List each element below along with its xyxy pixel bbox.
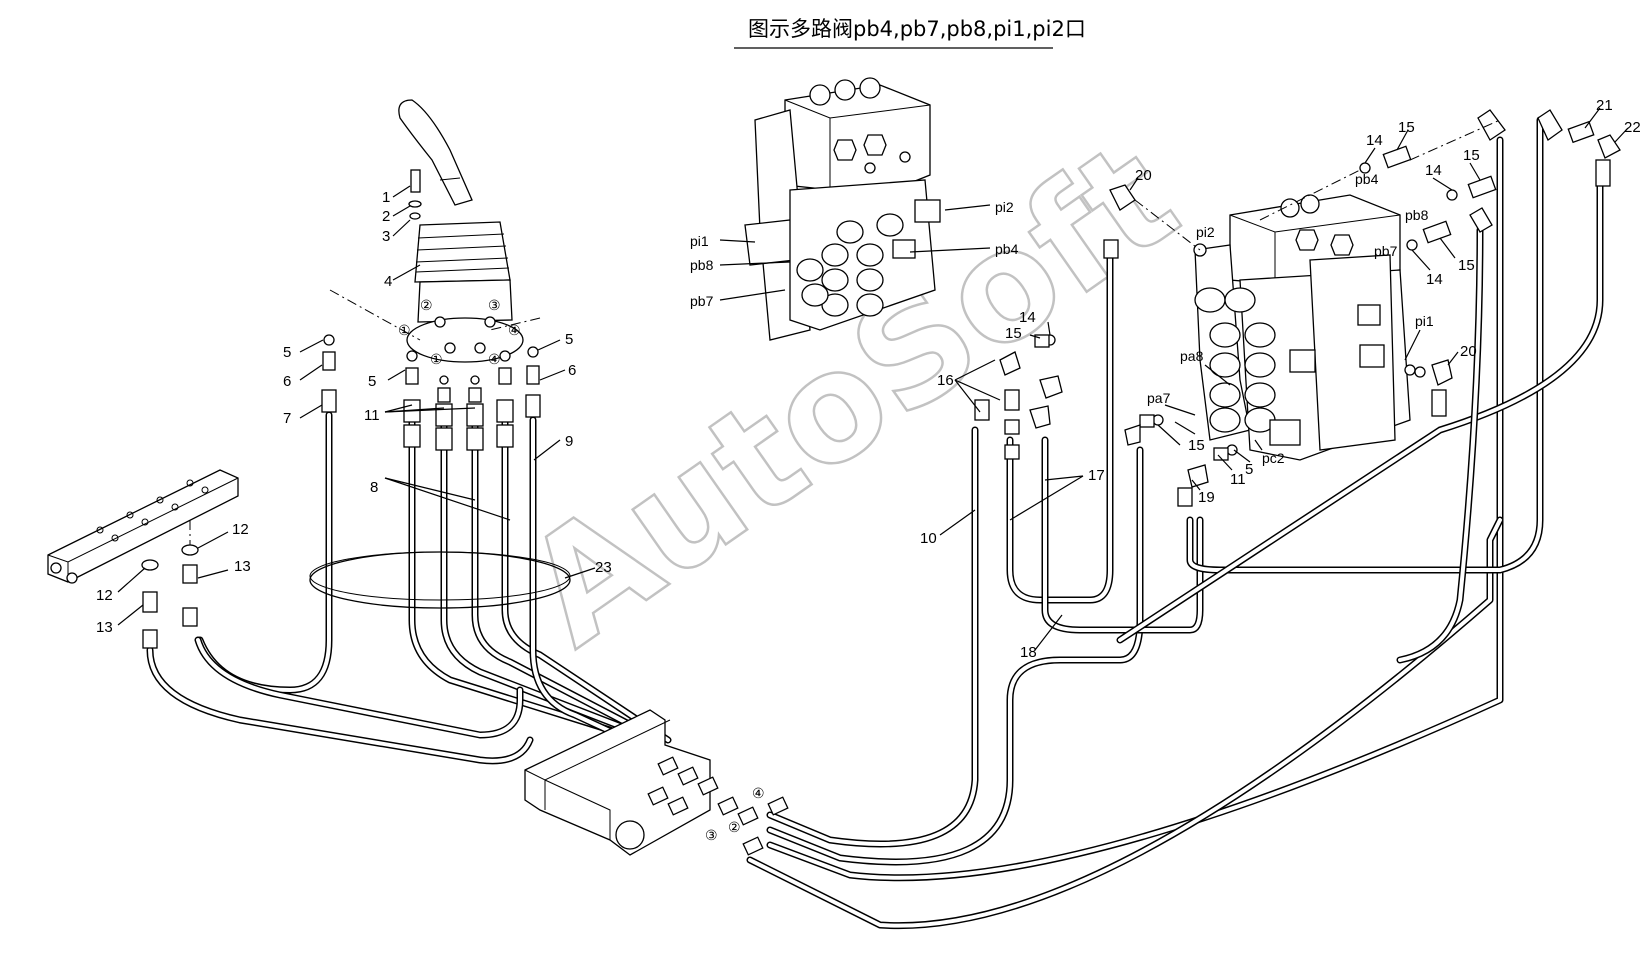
callout-15a: 15: [1398, 119, 1415, 136]
valve-label-pa8: pa8: [1180, 348, 1204, 364]
manifold-block: [47, 469, 239, 649]
callout-5a: 5: [283, 344, 291, 361]
valve-fittings: [974, 109, 1621, 507]
callout-2: 2: [382, 208, 390, 225]
callout-5c: 5: [565, 331, 573, 348]
block-port-2: ②: [728, 819, 741, 835]
callout-14c: 14: [1426, 271, 1443, 288]
callout-6a: 6: [283, 373, 291, 390]
valve-centerline-pi2: [1134, 199, 1201, 251]
callout-21: 21: [1596, 97, 1613, 114]
hose-7: [196, 411, 333, 694]
inset-label-pi2: pi2: [995, 199, 1014, 215]
valve-label-pi2: pi2: [1196, 224, 1215, 240]
inset-label-pb4: pb4: [995, 241, 1019, 257]
joystick-port-4: ④: [508, 322, 521, 338]
callout-12b: 12: [96, 587, 113, 604]
callout-13a: 13: [234, 558, 251, 575]
block-port-3: ③: [705, 827, 718, 843]
callout-14a: 14: [1366, 132, 1383, 149]
hose-long-b: [746, 516, 1504, 930]
callout-15b: 15: [1463, 147, 1480, 164]
callout-15c: 15: [1458, 257, 1475, 274]
joystick-port-1b: ①: [430, 351, 443, 367]
callout-9: 9: [565, 433, 573, 450]
callout-10: 10: [920, 530, 937, 547]
joystick-boot: [414, 221, 511, 283]
inset-control-valve: [744, 77, 941, 341]
callout-20b: 20: [1460, 343, 1477, 360]
valve-callouts: [1029, 107, 1629, 491]
callout-5b: 5: [368, 373, 376, 390]
joystick-screw: [410, 169, 421, 193]
inset-label-pi1: pi1: [690, 233, 709, 249]
callout-12a: 12: [232, 521, 249, 538]
valve-label-pb7: pb7: [1374, 243, 1398, 259]
callout-3: 3: [382, 228, 390, 245]
callout-19: 19: [1198, 489, 1215, 506]
valve-spool-caps: [1194, 287, 1276, 433]
line-callouts: [939, 359, 1084, 651]
distribution-block: [524, 709, 789, 856]
callout-8: 8: [370, 479, 378, 496]
callout-15d: 15: [1005, 325, 1022, 342]
inset-spool-caps: [796, 213, 904, 317]
callout-13b: 13: [96, 619, 113, 636]
callout-20a: 20: [1135, 167, 1152, 184]
hose-group: [146, 116, 1604, 930]
joystick-nut: [409, 212, 421, 220]
callout-14b: 14: [1425, 162, 1442, 179]
manifold-callouts: [117, 531, 229, 626]
joystick-port-2: ②: [420, 297, 433, 313]
joystick-port-4b: ④: [488, 351, 501, 367]
callout-15e: 15: [1188, 437, 1205, 454]
joystick-handle: [398, 99, 473, 206]
callout-7: 7: [283, 410, 291, 427]
callout-11: 11: [364, 407, 380, 424]
joystick-base: [417, 279, 513, 323]
valve-label-pi1: pi1: [1415, 313, 1434, 329]
valve-label-pa7: pa7: [1147, 390, 1171, 406]
valve-label-pc2: pc2: [1262, 450, 1285, 466]
joystick-callouts: [299, 185, 596, 579]
joystick-fittings: [321, 334, 541, 451]
callout-22: 22: [1624, 119, 1641, 136]
joystick-port-1: ①: [398, 322, 411, 338]
valve-label-pb4: pb4: [1355, 171, 1379, 187]
callout-18: 18: [1020, 644, 1037, 661]
callout-4: 4: [384, 273, 392, 290]
inset-label-pb8: pb8: [690, 257, 714, 273]
callout-5d: 5: [1245, 461, 1253, 478]
callout-17: 17: [1088, 467, 1105, 484]
callout-6b: 6: [568, 362, 576, 379]
callout-1: 1: [382, 189, 390, 206]
valve-label-pb8: pb8: [1405, 207, 1429, 223]
joystick-assembly: [329, 99, 541, 363]
diagram-title: 图示多路阀pb4,pb7,pb8,pi1,pi2口: [748, 17, 1086, 41]
main-control-valve: [1194, 194, 1411, 461]
callout-14d: 14: [1019, 309, 1036, 326]
joystick-washer: [408, 200, 422, 208]
callout-16: 16: [937, 372, 954, 389]
callout-23: 23: [595, 559, 612, 576]
block-port-4: ④: [752, 785, 765, 801]
inset-label-pb7: pb7: [690, 293, 714, 309]
callout-11b: 11: [1230, 471, 1246, 488]
joystick-port-3: ③: [488, 297, 501, 313]
block-fittings: [647, 756, 789, 856]
